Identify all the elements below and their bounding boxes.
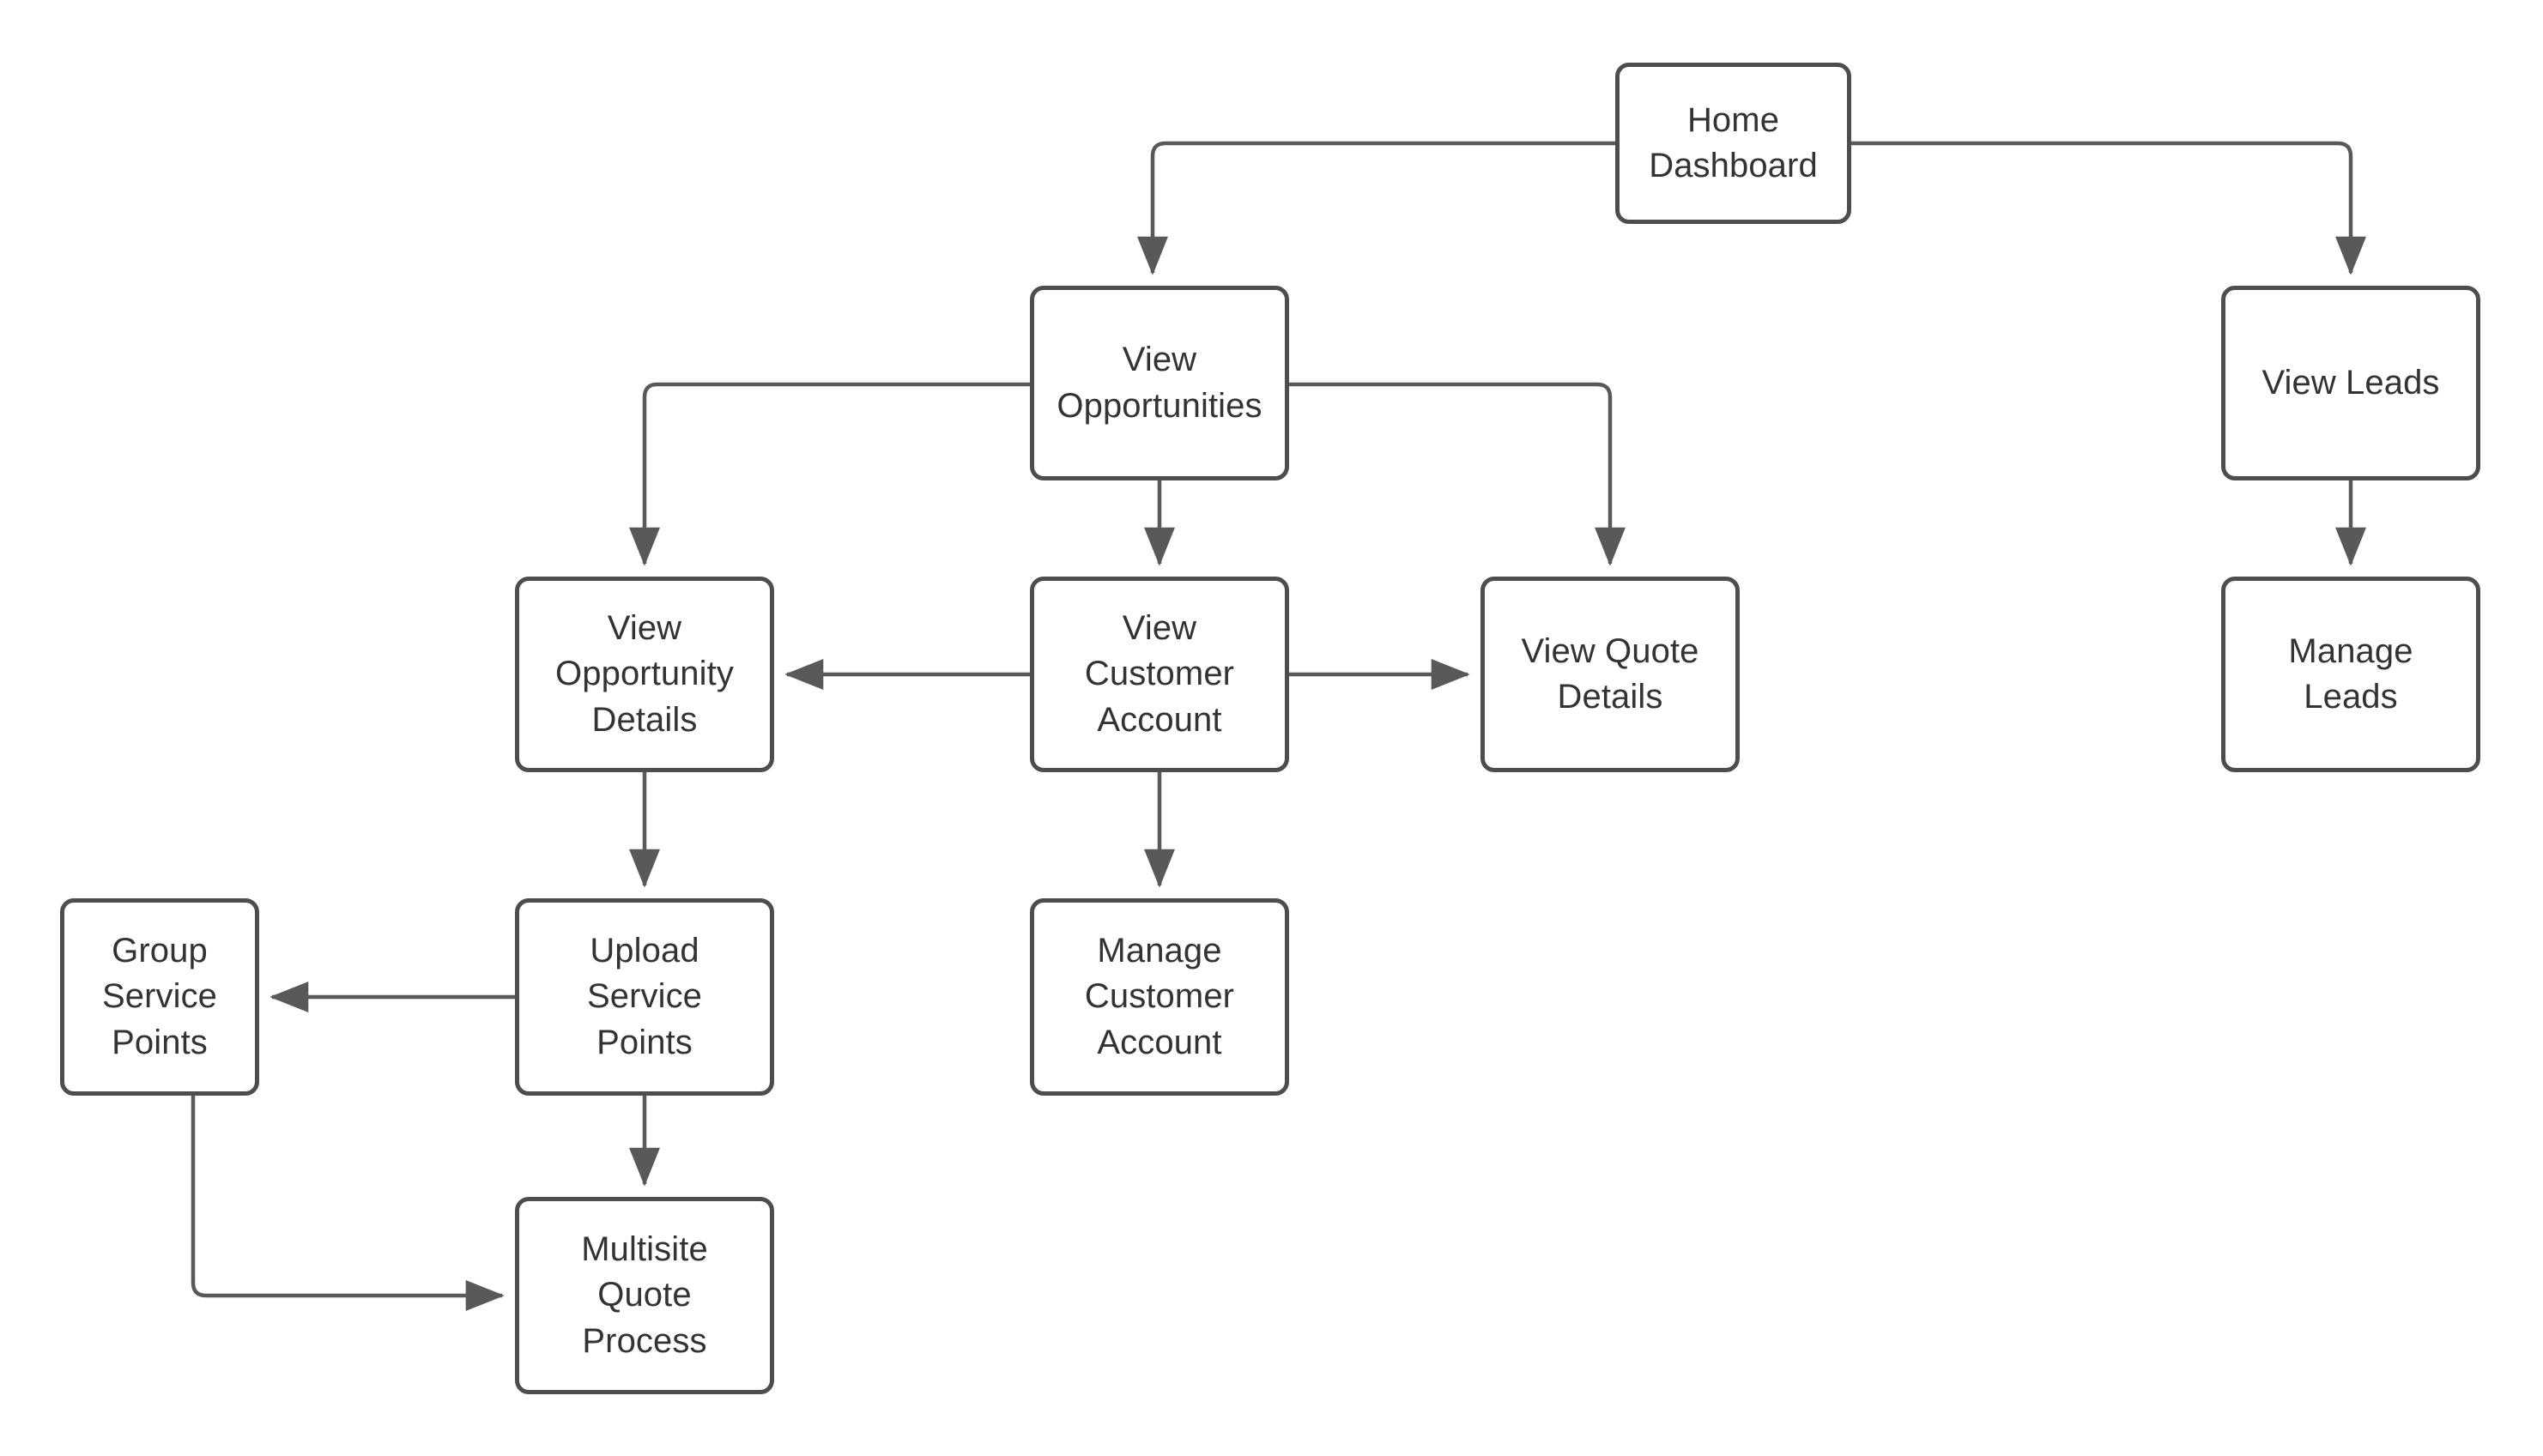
node-group-service-points[interactable]: Group Service Points (60, 898, 259, 1096)
node-label: Home Dashboard (1649, 100, 1818, 184)
node-view-quote-details[interactable]: View Quote Details (1480, 577, 1740, 772)
node-home-dashboard[interactable]: Home Dashboard (1615, 63, 1851, 224)
edge-home-to-leads (1851, 141, 2366, 275)
node-view-opportunities[interactable]: View Opportunities (1030, 286, 1289, 480)
node-label: Upload Service Points (586, 932, 703, 1061)
node-label: View Leads (2261, 363, 2440, 402)
node-manage-customer-account[interactable]: Manage Customer Account (1030, 898, 1289, 1096)
node-view-customer-account[interactable]: View Customer Account (1030, 577, 1289, 772)
node-view-opportunity-details[interactable]: View Opportunity Details (515, 577, 774, 772)
node-label: Manage Customer Account (1084, 932, 1235, 1061)
node-multisite-quote-process[interactable]: Multisite Quote Process (515, 1197, 774, 1394)
edge-home-to-opportunities (1137, 141, 1615, 275)
node-label: Multisite Quote Process (581, 1230, 708, 1360)
node-label: Group Service Points (101, 932, 218, 1061)
node-manage-leads[interactable]: Manage Leads (2221, 577, 2480, 772)
edge-opportunities-to-opportunity-details (629, 382, 1030, 566)
edge-group-service-points-to-multisite-quote (191, 1096, 505, 1311)
edge-opportunities-to-quote-details (1289, 382, 1626, 566)
node-upload-service-points[interactable]: Upload Service Points (515, 898, 774, 1096)
node-label: View Opportunity Details (555, 609, 734, 739)
node-label: View Quote Details (1521, 631, 1699, 716)
node-label: Manage Leads (2288, 631, 2413, 716)
node-view-leads[interactable]: View Leads (2221, 286, 2480, 480)
node-label: View Customer Account (1084, 609, 1235, 739)
node-label: View Opportunities (1057, 341, 1262, 425)
